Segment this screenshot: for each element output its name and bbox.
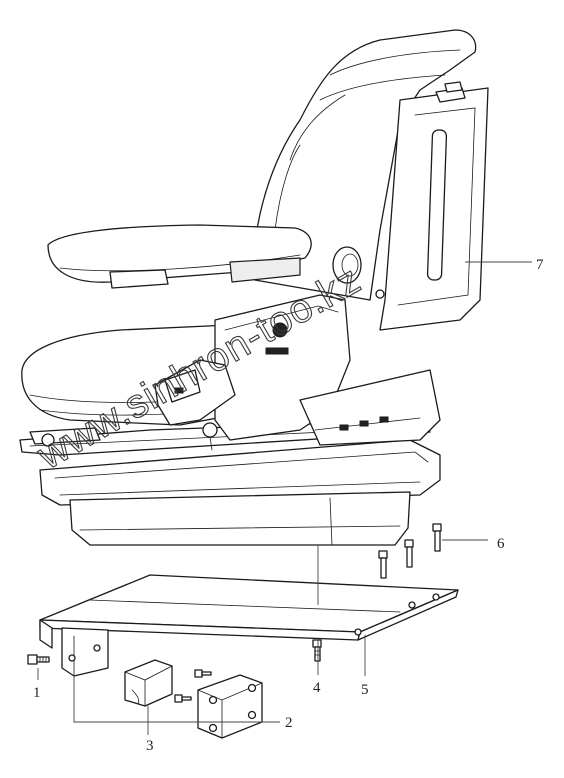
bolt-item-1 (27, 654, 50, 665)
mounting-plate (39, 574, 459, 649)
backrest-hinge-housing (299, 369, 441, 446)
callout-1: 1 (33, 685, 41, 701)
suspension-base (39, 439, 441, 546)
callout-7: 7 (536, 257, 544, 273)
spacer-block (124, 659, 173, 707)
bolt-item-6b (404, 539, 414, 568)
callout-4: 4 (313, 680, 321, 696)
callout-2: 2 (285, 715, 293, 731)
callout-5: 5 (361, 682, 369, 698)
seat-belt-buckle (154, 359, 236, 451)
leader-lines (37, 261, 532, 735)
backrest-rear-panel (379, 81, 489, 331)
callout-3: 3 (146, 738, 154, 754)
bolt-small-a (174, 694, 192, 703)
seat-backrest (253, 29, 477, 301)
clamp-bracket (197, 674, 263, 739)
callout-6: 6 (497, 536, 505, 552)
bolt-item-6c (432, 523, 442, 552)
bolt-item-4 (312, 639, 322, 662)
bolt-small-b (194, 669, 212, 678)
bolt-item-6a (378, 550, 388, 579)
support-bracket (61, 627, 109, 677)
armrest (47, 224, 312, 289)
